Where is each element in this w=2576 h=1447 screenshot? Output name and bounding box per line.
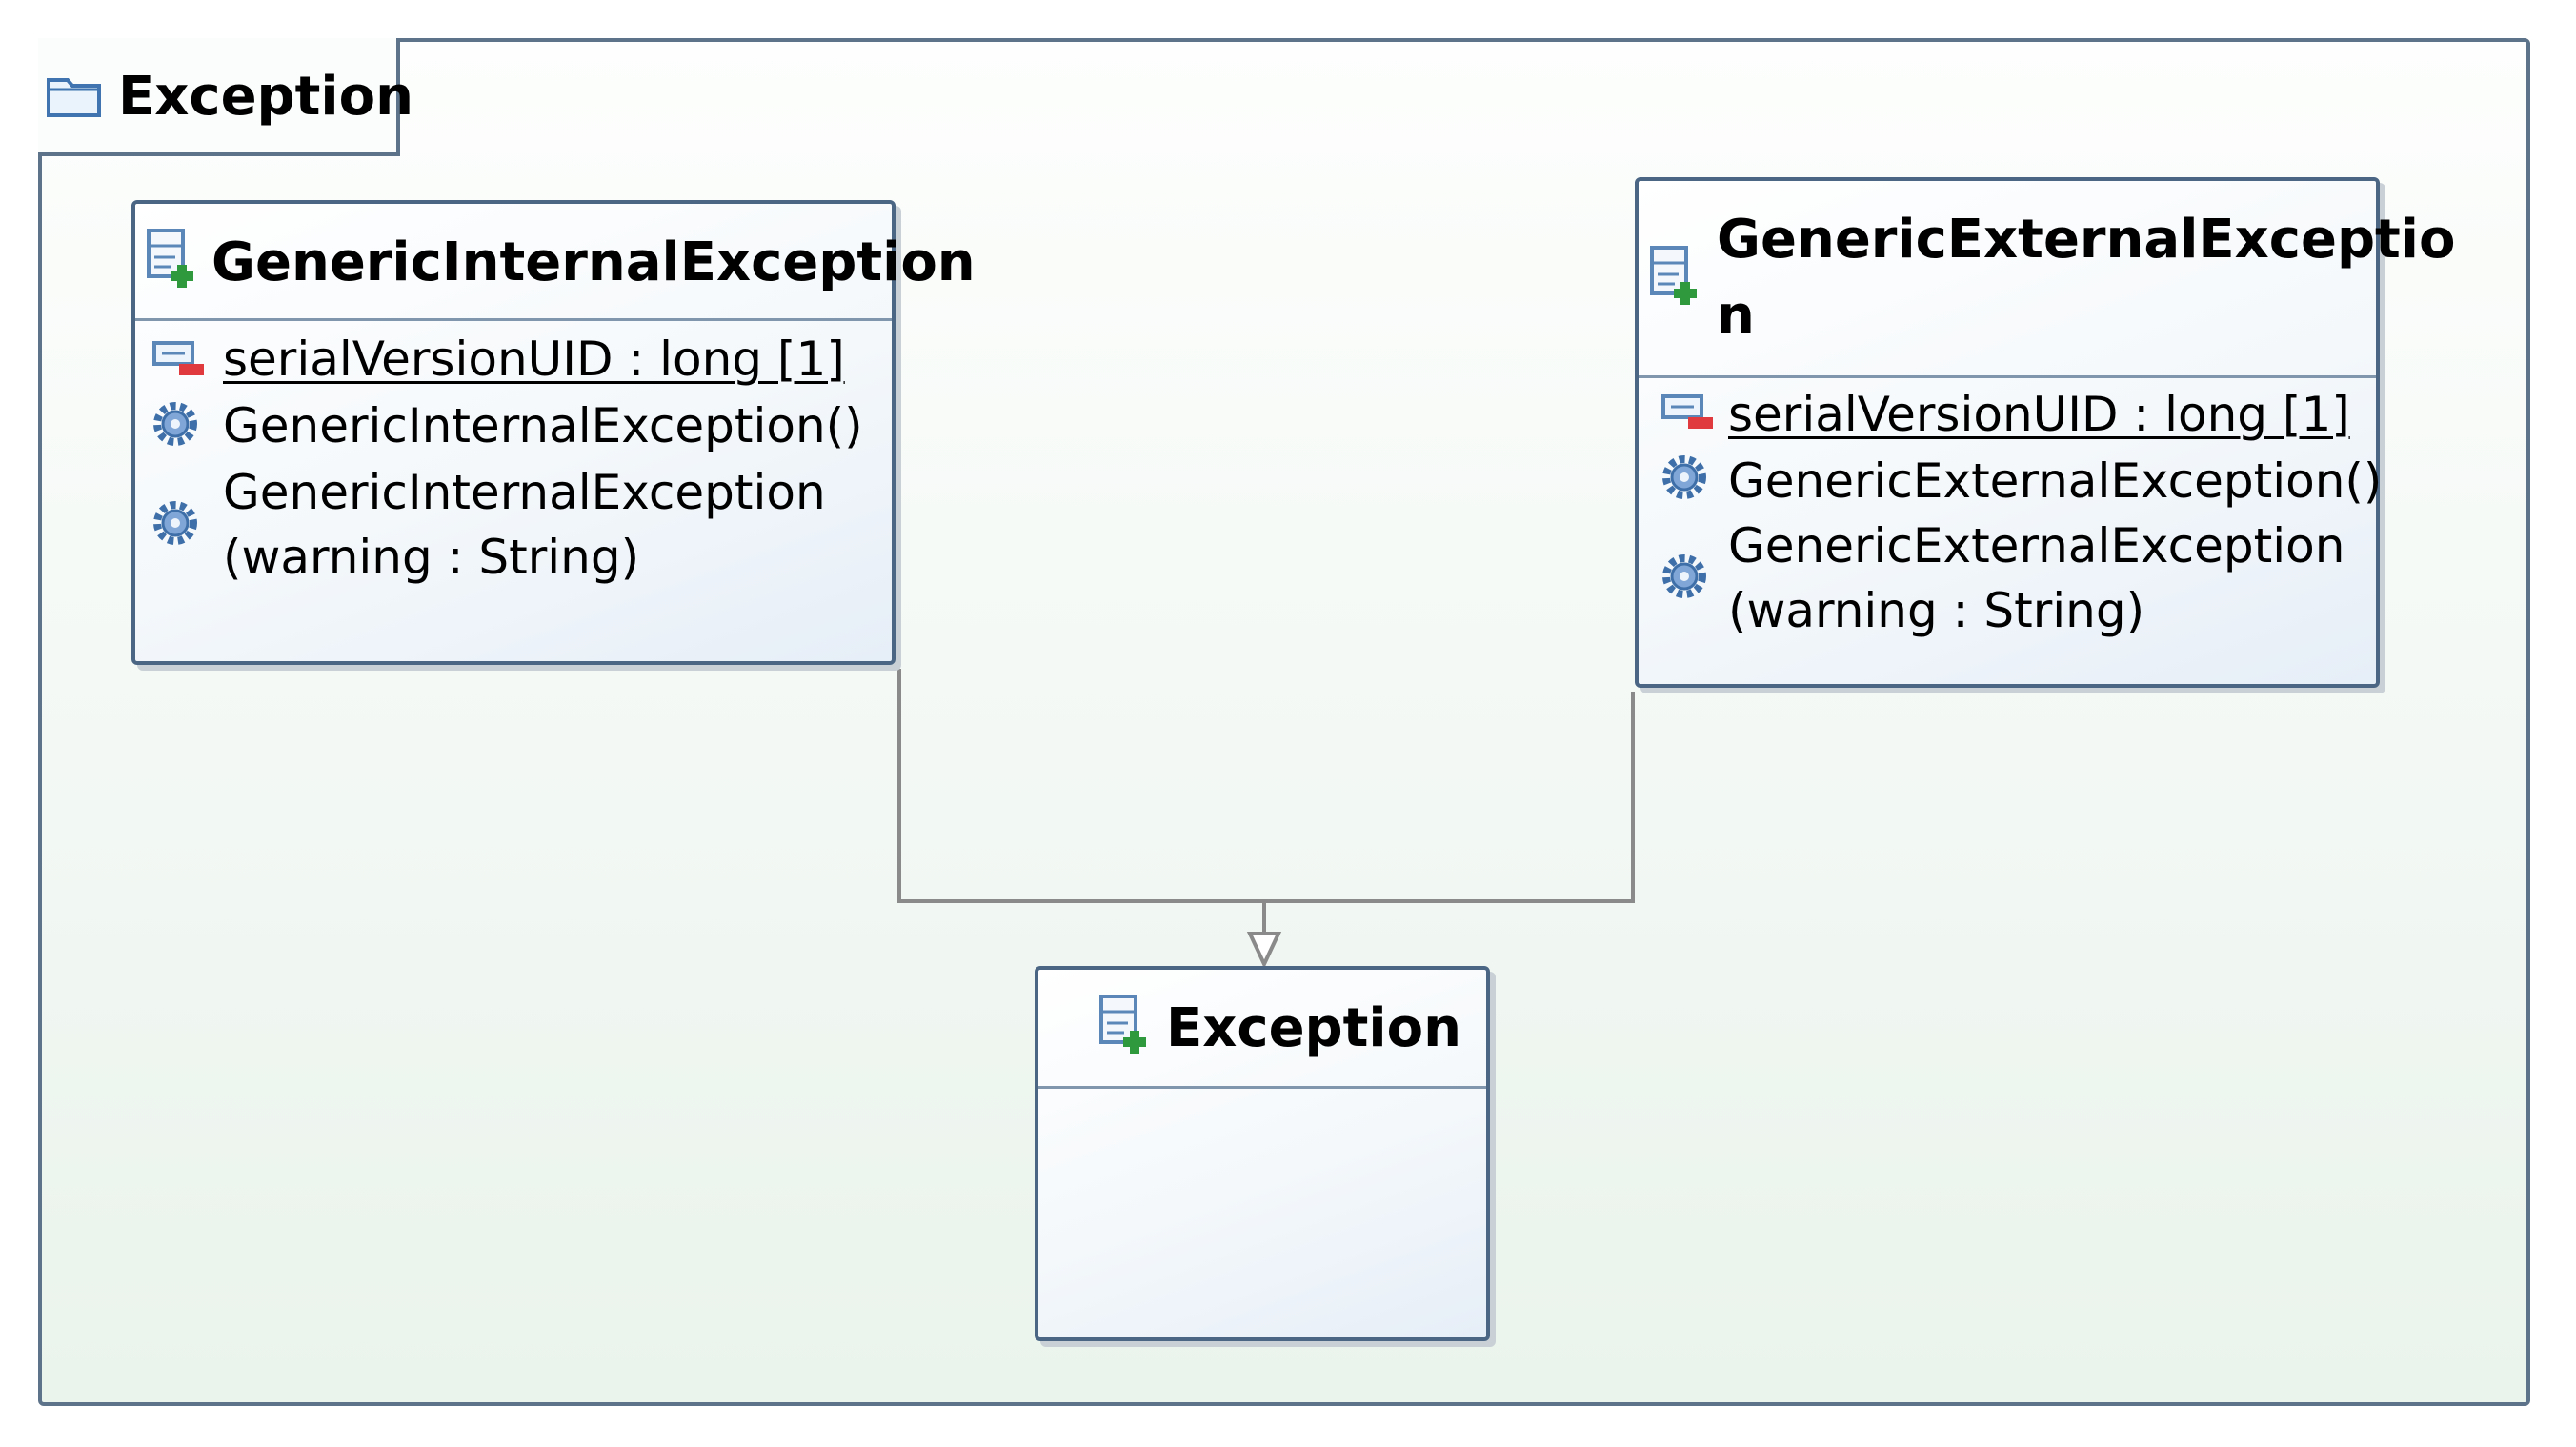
external-generalization-line — [1264, 692, 1635, 903]
class-icon — [147, 229, 193, 288]
operation-warning-constructor-line1: GenericInternalException — [223, 465, 826, 520]
gear-icon — [1662, 554, 1706, 598]
operation-warning-constructor-line1: GenericExternalException — [1728, 518, 2345, 573]
attribute-serial-version-uid: serialVersionUID : long [1] — [1728, 387, 2350, 442]
gear-icon — [153, 501, 197, 545]
operation-default-constructor: GenericInternalException() — [223, 398, 863, 453]
class-header — [1639, 181, 2376, 378]
class-name-line2: n — [1717, 285, 1755, 347]
class-generic-internal-exception[interactable] — [131, 200, 896, 665]
class-name: Exception — [1166, 997, 1461, 1059]
private-attribute-icon — [1661, 394, 1713, 429]
class-header — [1038, 970, 1486, 1089]
internal-generalization-line — [897, 669, 1266, 964]
package-title: Exception — [118, 66, 413, 128]
class-header — [135, 204, 892, 321]
gear-icon — [153, 402, 197, 446]
class-icon — [1650, 246, 1697, 305]
class-name-line1: GenericExternalExceptio — [1717, 209, 2456, 271]
class-generic-external-exception[interactable] — [1635, 177, 2380, 688]
class-name: GenericInternalException — [211, 231, 976, 293]
attribute-serial-version-uid: serialVersionUID : long [1] — [223, 332, 845, 387]
operation-warning-constructor-line2: (warning : String) — [1728, 583, 2145, 638]
generalization-arrowhead — [1246, 932, 1282, 969]
class-icon — [1099, 995, 1146, 1054]
folder-icon — [47, 78, 101, 117]
gear-icon — [1662, 455, 1706, 499]
operation-default-constructor: GenericExternalException() — [1728, 453, 2383, 509]
private-attribute-icon — [152, 341, 204, 375]
operation-warning-constructor-line2: (warning : String) — [223, 530, 640, 585]
